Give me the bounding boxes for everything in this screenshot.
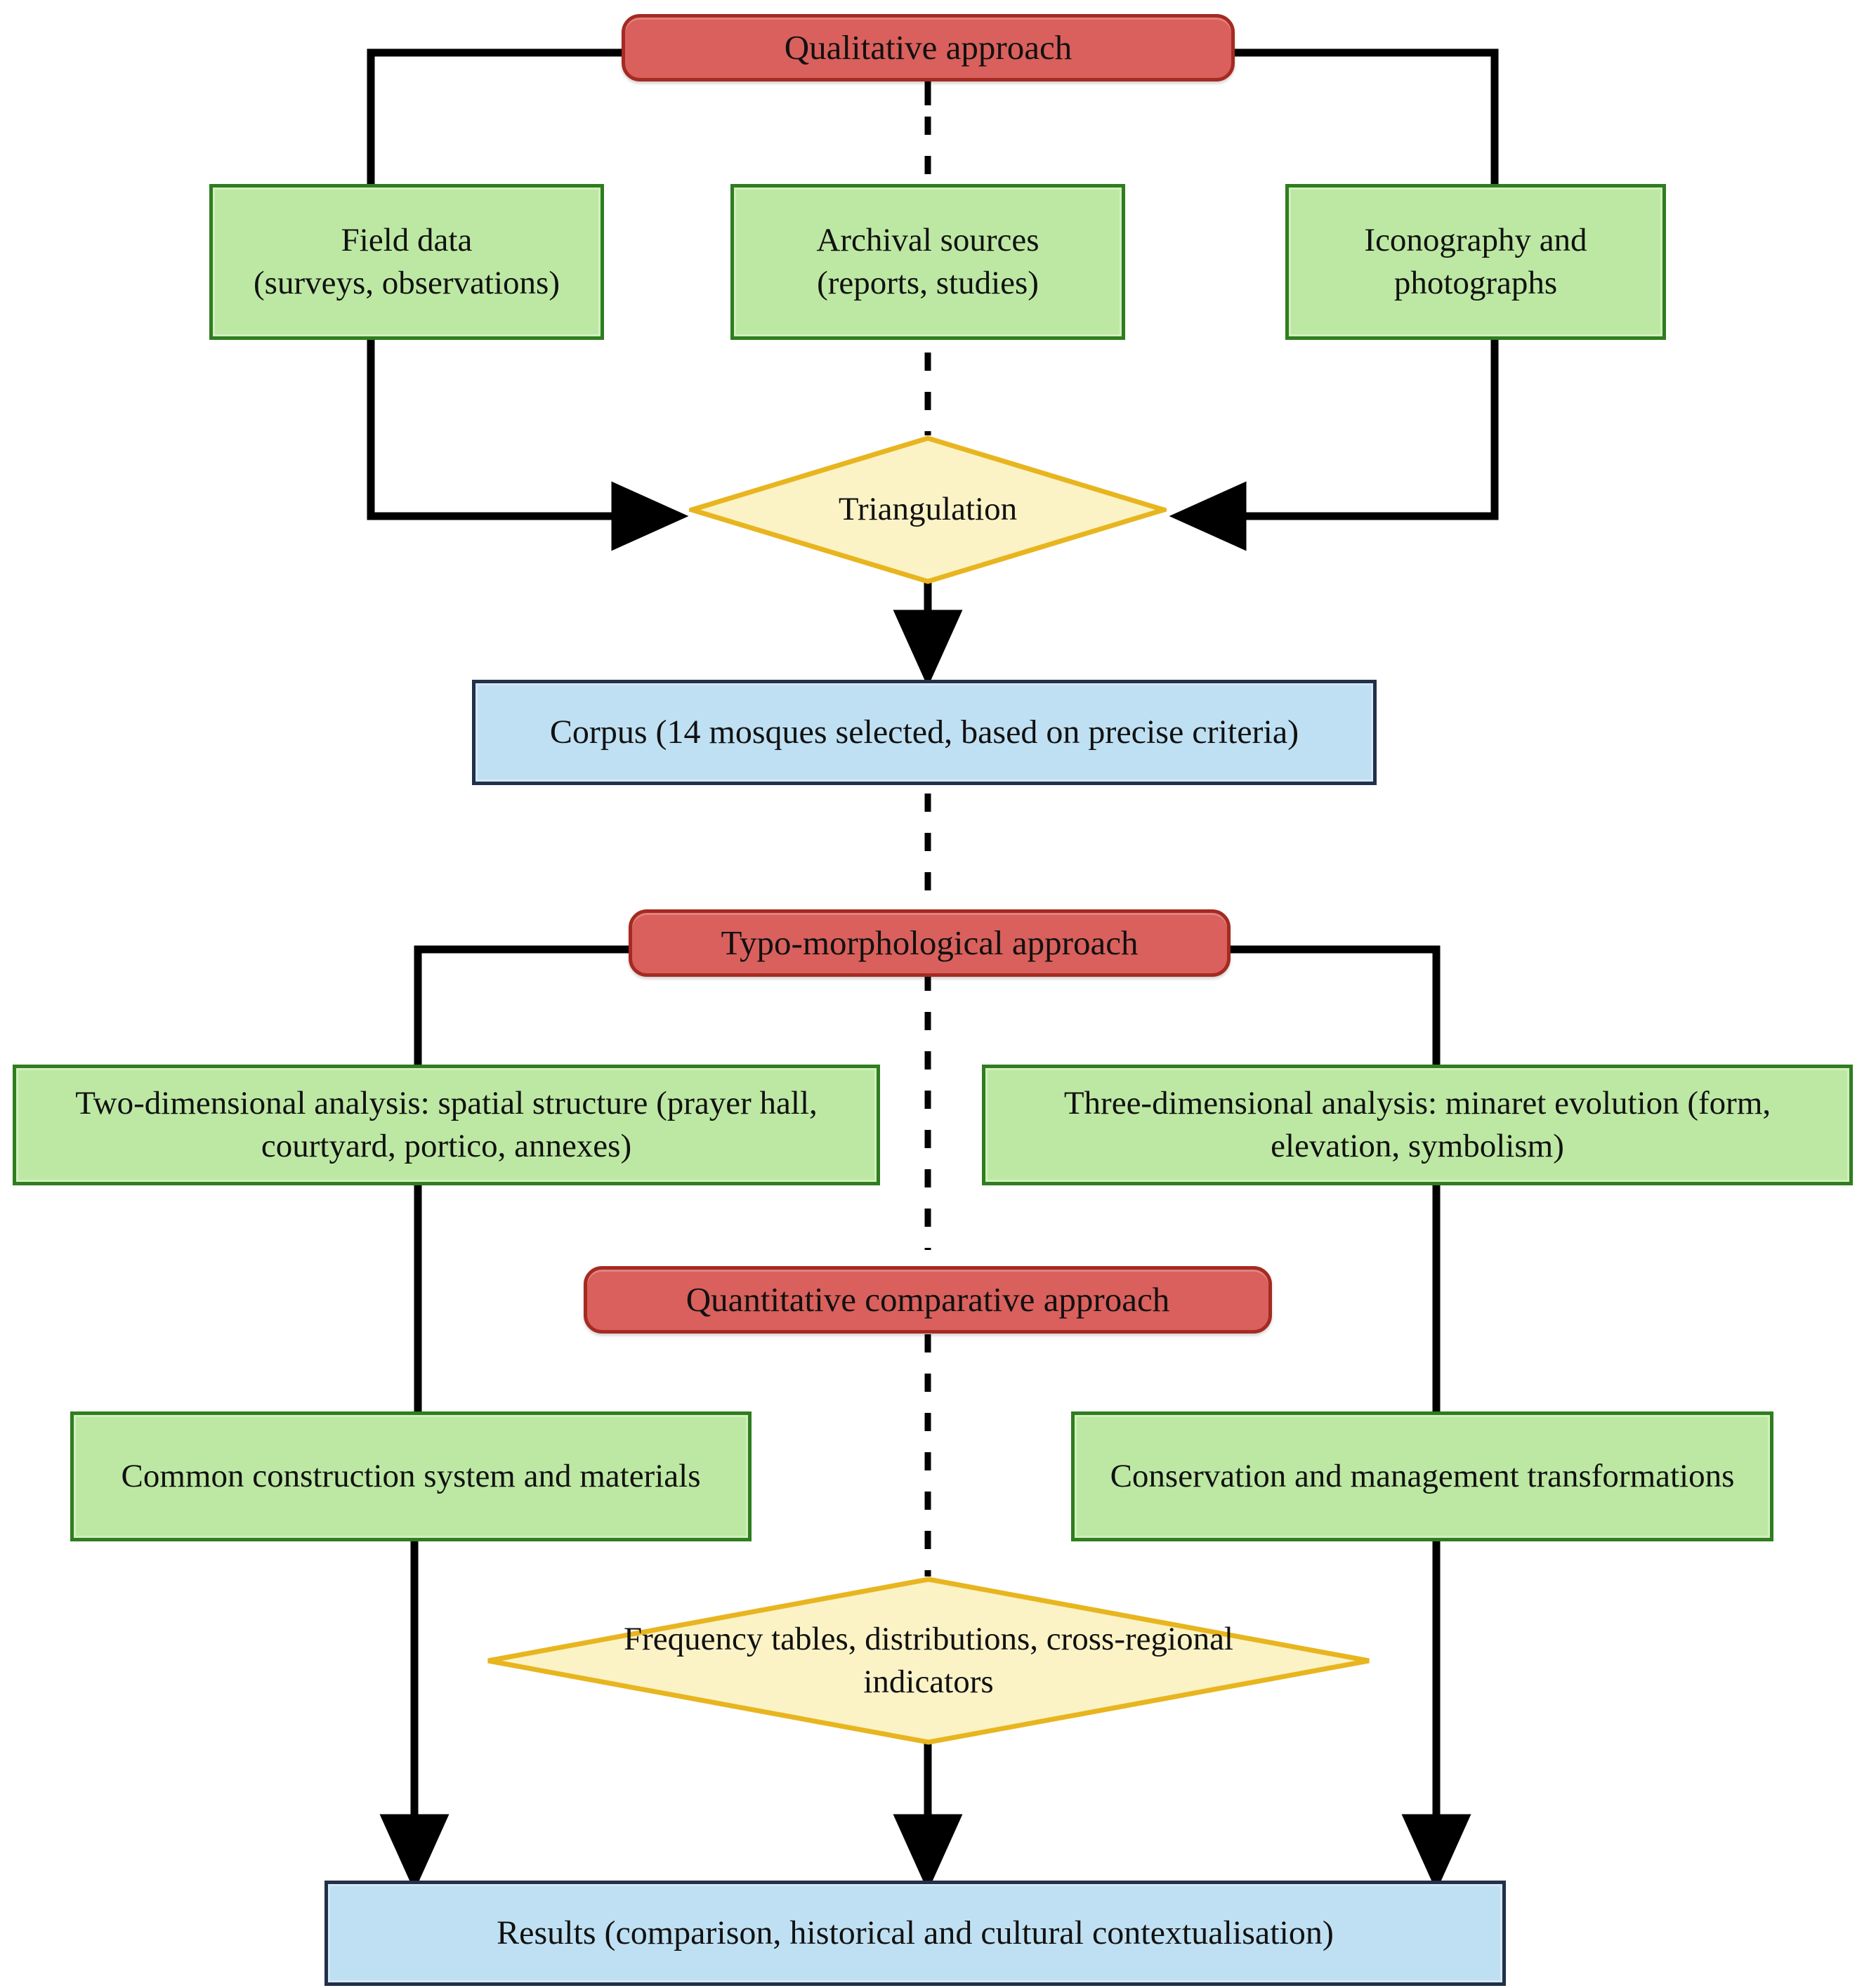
node-frequency-tables[interactable]: Frequency tables, distributions, cross-r… <box>485 1576 1372 1745</box>
node-triangulation-label: Triangulation <box>838 491 1018 528</box>
node-quantitative-comparative-approach[interactable]: Quantitative comparative approach <box>584 1266 1272 1334</box>
node-typo-morphological-approach[interactable]: Typo-morphological approach <box>629 909 1231 977</box>
node-qualitative-approach-label: Qualitative approach <box>784 28 1073 67</box>
node-quantitative-comparative-approach-label: Quantitative comparative approach <box>686 1280 1170 1319</box>
node-field-data[interactable]: Field data(surveys, observations) <box>209 184 604 340</box>
node-qualitative-approach[interactable]: Qualitative approach <box>622 14 1235 81</box>
triangulation-diamond-shape <box>689 435 1167 584</box>
node-triangulation[interactable]: Triangulation <box>689 435 1167 584</box>
node-corpus-label: Corpus (14 mosques selected, based on pr… <box>549 713 1299 751</box>
node-three-dimensional-analysis-label: Three-dimensional analysis: minaret evol… <box>1063 1084 1771 1164</box>
node-common-construction-label: Common construction system and materials <box>121 1457 701 1494</box>
node-three-dimensional-analysis[interactable]: Three-dimensional analysis: minaret evol… <box>982 1065 1853 1185</box>
node-field-data-label: Field data(surveys, observations) <box>254 221 560 301</box>
node-archival-sources[interactable]: Archival sources(reports, studies) <box>730 184 1125 340</box>
node-typo-morphological-approach-label: Typo-morphological approach <box>721 923 1139 963</box>
node-two-dimensional-analysis-label: Two-dimensional analysis: spatial struct… <box>75 1084 818 1164</box>
node-results-label: Results (comparison, historical and cult… <box>497 1914 1334 1951</box>
frequency-diamond-shape <box>487 1576 1370 1745</box>
node-common-construction[interactable]: Common construction system and materials <box>70 1411 752 1541</box>
node-frequency-tables-label: Frequency tables, distributions, cross-r… <box>623 1620 1233 1700</box>
node-corpus[interactable]: Corpus (14 mosques selected, based on pr… <box>472 680 1377 785</box>
connector-typo-right <box>1231 945 1441 1065</box>
node-results[interactable]: Results (comparison, historical and cult… <box>324 1881 1506 1986</box>
node-conservation-management-label: Conservation and management transformati… <box>1110 1457 1735 1494</box>
node-two-dimensional-analysis[interactable]: Two-dimensional analysis: spatial struct… <box>13 1065 880 1185</box>
connector-typo-left <box>414 945 629 1065</box>
node-conservation-management[interactable]: Conservation and management transformati… <box>1071 1411 1773 1541</box>
node-archival-sources-label: Archival sources(reports, studies) <box>816 221 1039 301</box>
